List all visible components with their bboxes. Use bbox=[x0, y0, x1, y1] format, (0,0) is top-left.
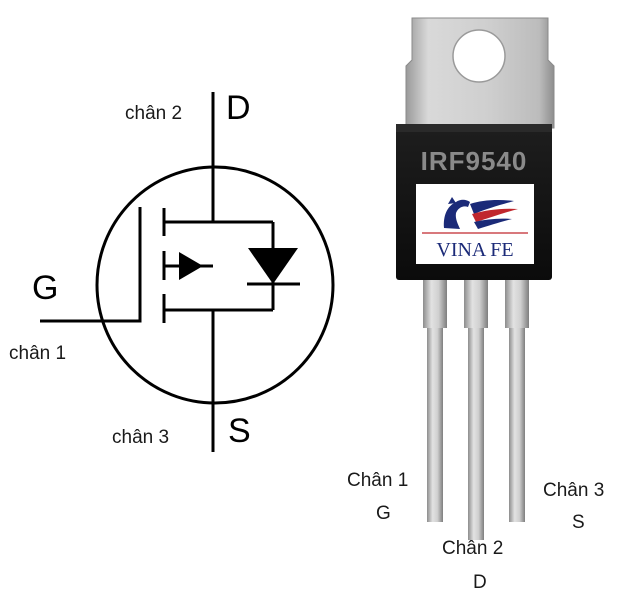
leg-1 bbox=[427, 278, 443, 522]
package-pin-3-caption: Chân 3 bbox=[543, 480, 605, 501]
leg-2 bbox=[468, 278, 484, 540]
channel-arrow bbox=[179, 252, 203, 280]
pin-s-letter: S bbox=[228, 412, 251, 450]
pin-g-letter: G bbox=[32, 269, 59, 307]
logo-box bbox=[416, 184, 534, 264]
package-pin-2-letter: D bbox=[473, 572, 487, 593]
symbol-circle bbox=[95, 165, 335, 405]
package-pin-1-letter: G bbox=[376, 503, 391, 524]
pin-g-caption: chân 1 bbox=[9, 343, 67, 364]
gate-lead bbox=[40, 207, 142, 323]
to220-package: IRF9540 VINA FE bbox=[396, 17, 555, 540]
part-number: IRF9540 bbox=[421, 146, 528, 176]
package-pin-1-caption: Chân 1 bbox=[347, 470, 409, 491]
package-pin-2-caption: Chân 2 bbox=[442, 538, 504, 559]
pin-d-letter: D bbox=[226, 89, 251, 127]
diode-triangle bbox=[248, 248, 298, 284]
mosfet-symbol bbox=[40, 92, 335, 452]
logo-emblem-icon bbox=[443, 197, 518, 229]
logo-text: VINA FE bbox=[436, 239, 513, 261]
package-pin-3-letter: S bbox=[572, 512, 585, 533]
pin-d-caption: chân 2 bbox=[125, 103, 183, 124]
pin-s-caption: chân 3 bbox=[112, 427, 170, 448]
leg-3 bbox=[509, 278, 525, 522]
mounting-hole bbox=[452, 29, 506, 83]
